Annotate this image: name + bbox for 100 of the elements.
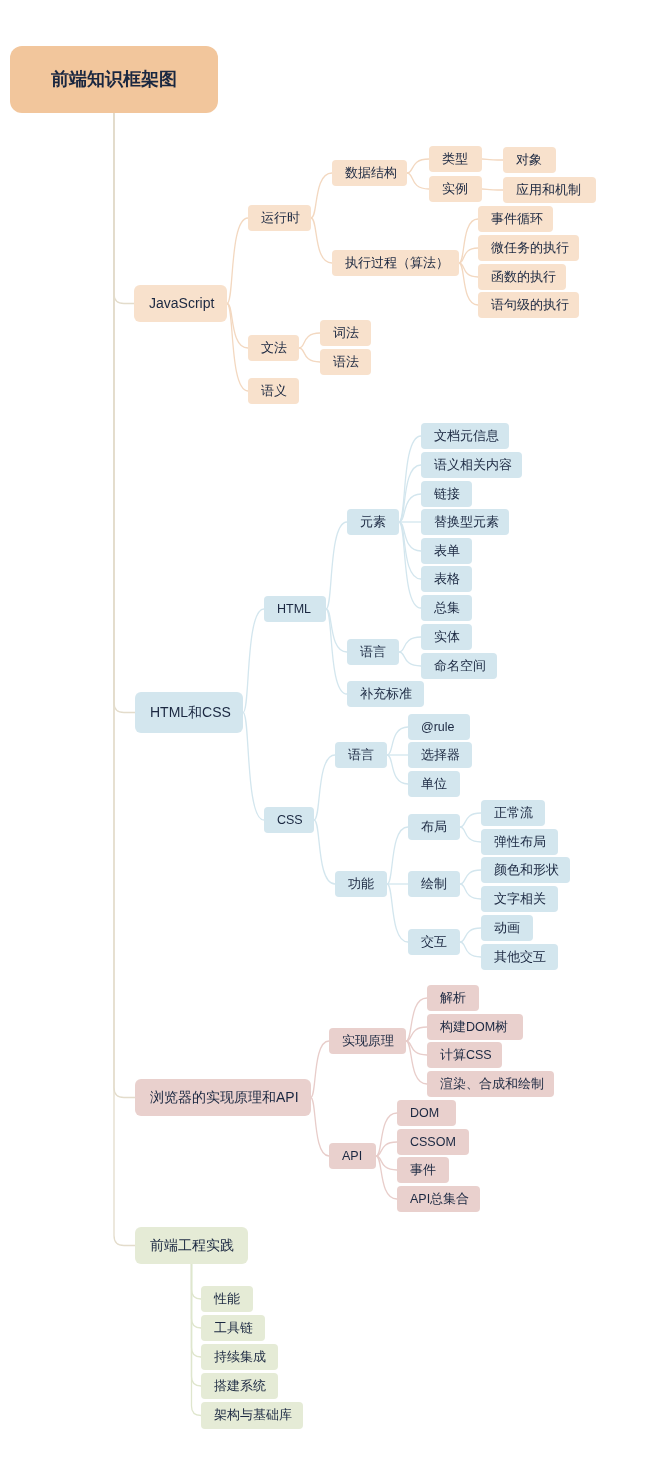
connector-line [226,302,249,349]
connector-line [375,1155,398,1171]
connector-line [458,247,479,264]
topic-box: 功能 [335,871,387,897]
connector-line [298,347,321,363]
topic-box: 语义 [248,378,299,404]
connector-line [405,1026,428,1042]
connector-line [398,636,422,653]
topic-box: 总集 [421,595,472,621]
topic-box: 动画 [481,915,533,941]
topic-box: 文法 [248,335,299,361]
connector-line [398,493,422,523]
connector-line [242,608,265,714]
topic-box: 解析 [427,985,479,1011]
topic-box: DOM [397,1100,456,1126]
connector-line [459,927,482,943]
topic-box: 元素 [347,509,399,535]
topic-box: 持续集成 [201,1344,278,1370]
connector-line [459,826,482,843]
connector-line [325,608,348,695]
connector-line [226,217,249,305]
topic-box: 微任务的执行 [478,235,579,261]
connector-line [405,1040,428,1056]
topic-box: 事件 [397,1157,449,1183]
topic-box: 布局 [408,814,460,840]
topic-box: 执行过程（算法） [332,250,459,276]
topic-box: 其他交互 [481,944,558,970]
topic-box: 实现原理 [329,1028,406,1054]
connector-line [386,754,409,785]
topic-box: 应用和机制 [503,177,596,203]
topic-box: 绘制 [408,871,460,897]
topic-box: 事件循环 [478,206,553,232]
topic-box: 搭建系统 [201,1373,278,1399]
topic-box: 表格 [421,566,472,592]
connector-line [310,172,333,219]
connector-line [405,997,428,1042]
topic-box: CSS [264,807,314,833]
connector-line [375,1141,398,1157]
topic-box: 浏览器的实现原理和API [135,1079,311,1116]
topic-box: 对象 [503,147,556,173]
topic-box: 语法 [320,349,371,375]
connector-line [386,826,409,885]
topic-box: 构建DOM树 [427,1014,523,1040]
connector-line [226,302,249,392]
connector-line [309,1040,330,1099]
topic-box: 弹性布局 [481,829,558,855]
connector-line [481,158,504,161]
topic-box: 文字相关 [481,886,558,912]
connector-line [458,218,479,264]
topic-box: 单位 [408,771,460,797]
topic-box: API总集合 [397,1186,480,1212]
topic-box: 计算CSS [427,1042,502,1068]
connector-line [398,651,422,667]
topic-box: 命名空间 [421,653,497,679]
topic-box: 颜色和形状 [481,857,570,883]
root-topic-box: 前端知识框架图 [10,46,218,113]
connector-line [458,262,479,306]
connector-line [375,1155,398,1200]
topic-box: 语言 [335,742,387,768]
connector-line [325,608,348,653]
topic-box: HTML [264,596,326,622]
connector-line [406,172,430,190]
topic-box: 文档元信息 [421,423,509,449]
topic-box: 正常流 [481,800,545,826]
connector-line [298,332,321,349]
connector-line [458,262,479,278]
connector-line [398,521,422,609]
topic-box: 语言 [347,639,399,665]
topic-box: 语句级的执行 [478,292,579,318]
topic-box: 补充标准 [347,681,424,707]
topic-box: CSSOM [397,1129,469,1155]
topic-box: API [329,1143,376,1169]
connector-line [386,726,409,756]
topic-box: 语义相关内容 [421,452,522,478]
topic-box: 词法 [320,320,371,346]
topic-box: @rule [408,714,470,740]
topic-box: 选择器 [408,742,472,768]
topic-box: 实体 [421,624,472,650]
topic-box: HTML和CSS [135,692,243,733]
connector-line [459,883,482,900]
topic-box: 数据结构 [332,160,407,186]
connector-line [309,1096,330,1157]
topic-box: 工具链 [201,1315,265,1341]
topic-box: 替换型元素 [421,509,509,535]
connector-line [375,1112,398,1157]
connector-line [386,883,409,943]
connector-line [310,217,333,264]
connector-line [313,754,336,821]
topic-box: 前端工程实践 [135,1227,248,1264]
topic-box: 运行时 [248,205,311,231]
connector-line [481,188,504,191]
connector-line [459,869,482,885]
topic-box: 渲染、合成和绘制 [427,1071,554,1097]
connector-line [405,1040,428,1085]
connector-line [190,1263,202,1417]
connector-line [242,711,265,821]
connector-line [406,158,430,174]
topic-box: 函数的执行 [478,264,566,290]
topic-box: 架构与基础库 [201,1402,303,1429]
connector-line [313,819,336,885]
